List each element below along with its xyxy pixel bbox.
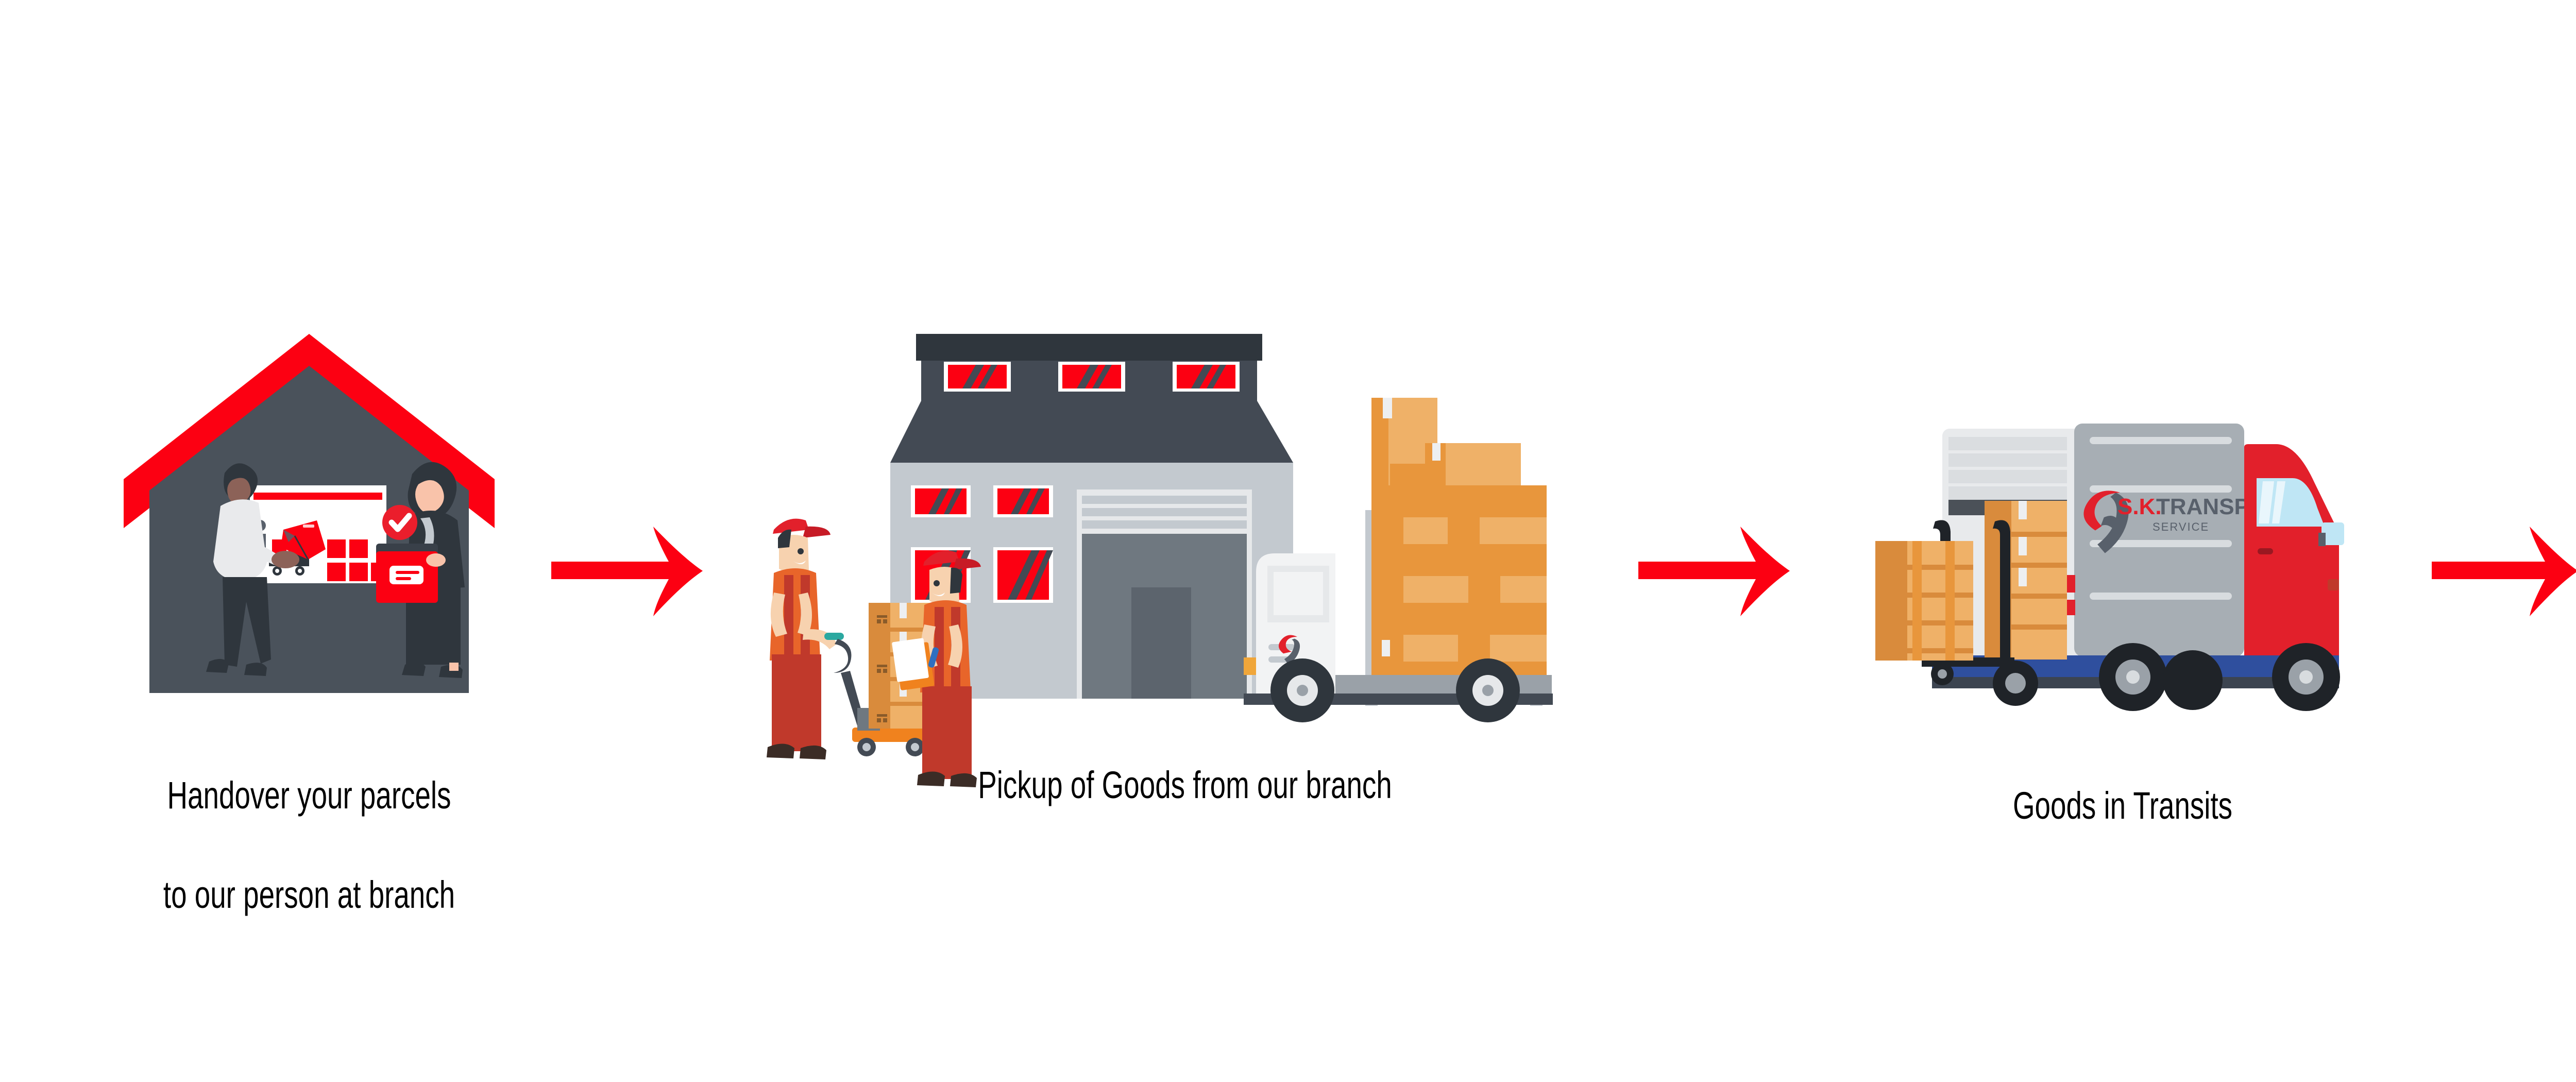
- step-1-caption-line1: Handover your parcels: [167, 774, 451, 817]
- arrow-1-2: [536, 526, 706, 623]
- branch-warehouse-pickup-illustration: [747, 283, 1623, 787]
- sk-logo-mark: [2083, 491, 2129, 553]
- step-2-caption-line1: Pickup of Goods from our branch: [978, 764, 1392, 807]
- red-box-held: [376, 544, 446, 603]
- worker-with-clipboard: [892, 550, 981, 787]
- clipboard: [892, 638, 935, 690]
- customer-figure: [206, 463, 299, 676]
- branch-handover-illustration: [103, 309, 515, 721]
- truck-brand-tagline: SERVICE: [2153, 520, 2209, 533]
- truck-cargo-boxes: [1371, 398, 1547, 694]
- step-2-caption: Pickup of Goods from our branch: [823, 711, 1547, 810]
- goods-in-transit-truck-illustration: S.K. TRANSPORT SERVICE: [1865, 422, 2380, 711]
- trolley-box-stack: [1875, 541, 1973, 661]
- green-check-badge: [382, 505, 417, 540]
- noticeboard-red-header: [253, 493, 382, 500]
- step-1-caption-line2: to our person at branch: [163, 873, 455, 916]
- upper-windows: [944, 362, 1240, 392]
- step-3-caption-line1: Goods in Transits: [2012, 784, 2233, 827]
- truck-brand-part1: S.K.: [2117, 494, 2162, 519]
- arrow-2-3: [1623, 526, 1793, 623]
- step-4-caption: Handovering your parcels to you within 2…: [2530, 721, 2576, 920]
- truck-branding: S.K. TRANSPORT SERVICE: [2083, 491, 2297, 553]
- truck-side-logo: [1278, 635, 1300, 664]
- staff-figure: [376, 462, 465, 678]
- step-3-caption: Goods in Transits: [1818, 732, 2428, 831]
- flatbed-delivery-truck: [1244, 398, 1553, 722]
- red-parcel-in-transfer: [281, 520, 326, 560]
- step-1-caption: Handover your parcels to our person at b…: [84, 721, 534, 920]
- arrow-3-4: [2421, 526, 2576, 623]
